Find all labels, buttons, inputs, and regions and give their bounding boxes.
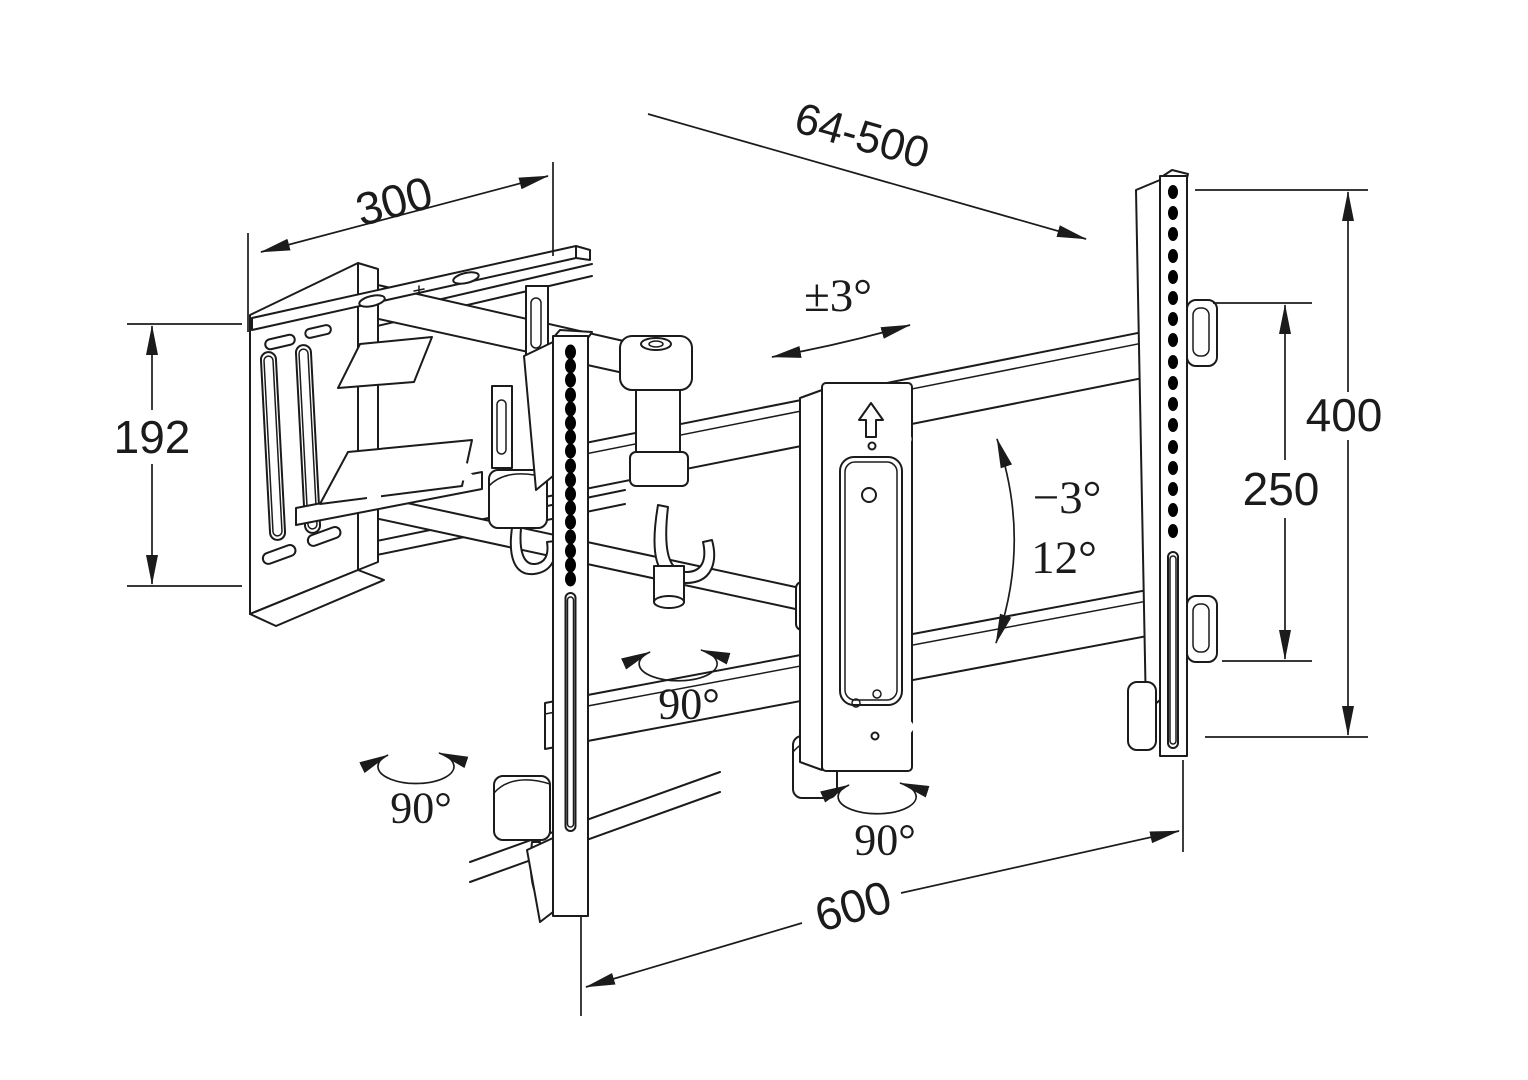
dimension-tilt: −3° 12° bbox=[995, 438, 1102, 644]
dimension-wall-plate-height: 192 bbox=[114, 323, 242, 587]
dimension-swivel-level: ±3° bbox=[771, 270, 911, 358]
clamp-brackets bbox=[295, 336, 483, 526]
rotation-center-label: 90° bbox=[658, 680, 720, 729]
dimension-rail-height: 400 bbox=[1195, 189, 1383, 738]
rotation-right-label: 90° bbox=[854, 816, 916, 865]
wall-plate-slots bbox=[259, 324, 342, 565]
pivot-joint bbox=[619, 335, 693, 609]
arm-extension-label: 64-500 bbox=[789, 94, 934, 179]
tilt-up-label: −3° bbox=[1033, 472, 1102, 524]
left-vesa-rail bbox=[523, 329, 593, 923]
swivel-level-label: ±3° bbox=[804, 270, 872, 322]
rotation-left-label: 90° bbox=[390, 784, 452, 833]
tilt-down-label: 12° bbox=[1031, 532, 1097, 584]
vesa-screws-bottom bbox=[834, 719, 914, 753]
arm-link-plates bbox=[491, 285, 549, 469]
rail-height-label: 400 bbox=[1306, 389, 1383, 441]
rotation-mark-left: 90° bbox=[359, 752, 469, 833]
wall-plate-top-bar bbox=[251, 245, 591, 331]
vesa-adapter-plate bbox=[795, 382, 914, 772]
vesa-screws-top bbox=[831, 431, 912, 463]
wall-plate-width-label: 300 bbox=[350, 166, 438, 236]
left-rail-holes bbox=[565, 344, 576, 587]
right-vesa-rail bbox=[1127, 169, 1218, 757]
right-rail-hooks bbox=[1186, 299, 1218, 663]
wall-plate-height-label: 192 bbox=[114, 411, 191, 463]
dimension-bracket-width: 600 bbox=[580, 760, 1184, 1016]
dimension-hook-spacing: 250 bbox=[1213, 302, 1320, 662]
right-rail-holes bbox=[1168, 185, 1178, 538]
rotation-mark-center: 90° bbox=[621, 649, 731, 729]
bracket-width-label: 600 bbox=[809, 870, 897, 942]
hook-spacing-label: 250 bbox=[1243, 463, 1320, 515]
wall-plate bbox=[249, 245, 591, 627]
dimension-arm-extension: 64-500 bbox=[647, 94, 1087, 240]
rotation-mark-right: 90° bbox=[820, 782, 930, 865]
up-arrow-icon bbox=[858, 402, 884, 438]
